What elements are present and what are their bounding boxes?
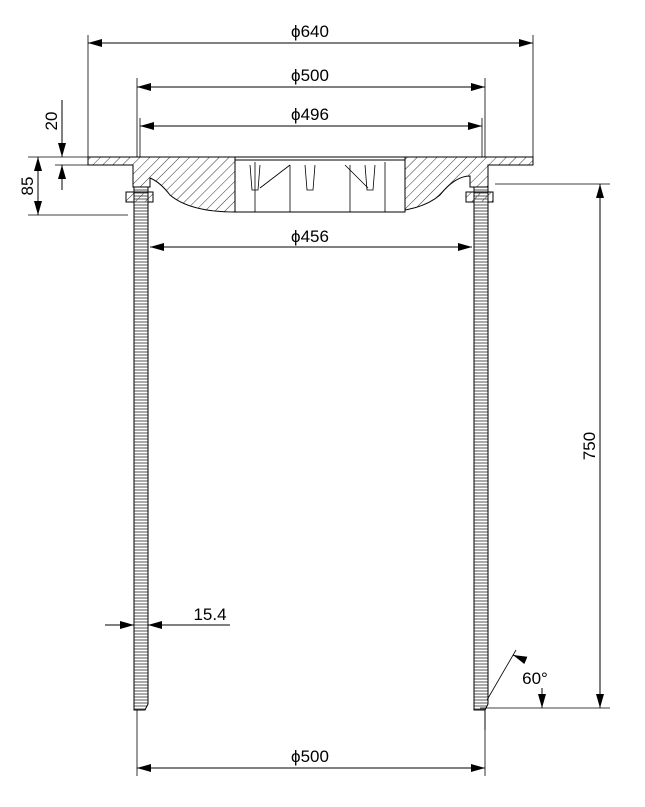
dim-frame-height: 85 — [18, 177, 37, 196]
dim-pipe-length: 750 — [580, 432, 599, 460]
dim-inner-pipe-diameter: ϕ456 — [291, 227, 329, 246]
pipe-walls — [133, 186, 489, 711]
dim-flange-diameter: ϕ640 — [291, 22, 329, 41]
dimension-lines — [34, 39, 604, 772]
dim-inner-frame-diameter: ϕ496 — [291, 105, 329, 124]
dim-flange-thickness: 20 — [42, 112, 61, 131]
extension-lines — [28, 35, 610, 776]
dim-bottom-diameter: ϕ500 — [291, 747, 329, 766]
dim-chamfer-angle: 60° — [522, 669, 548, 688]
frame-section — [87, 156, 534, 213]
dim-wall-offset: 15.4 — [193, 605, 226, 624]
dim-outer-frame-diameter: ϕ500 — [291, 66, 329, 85]
